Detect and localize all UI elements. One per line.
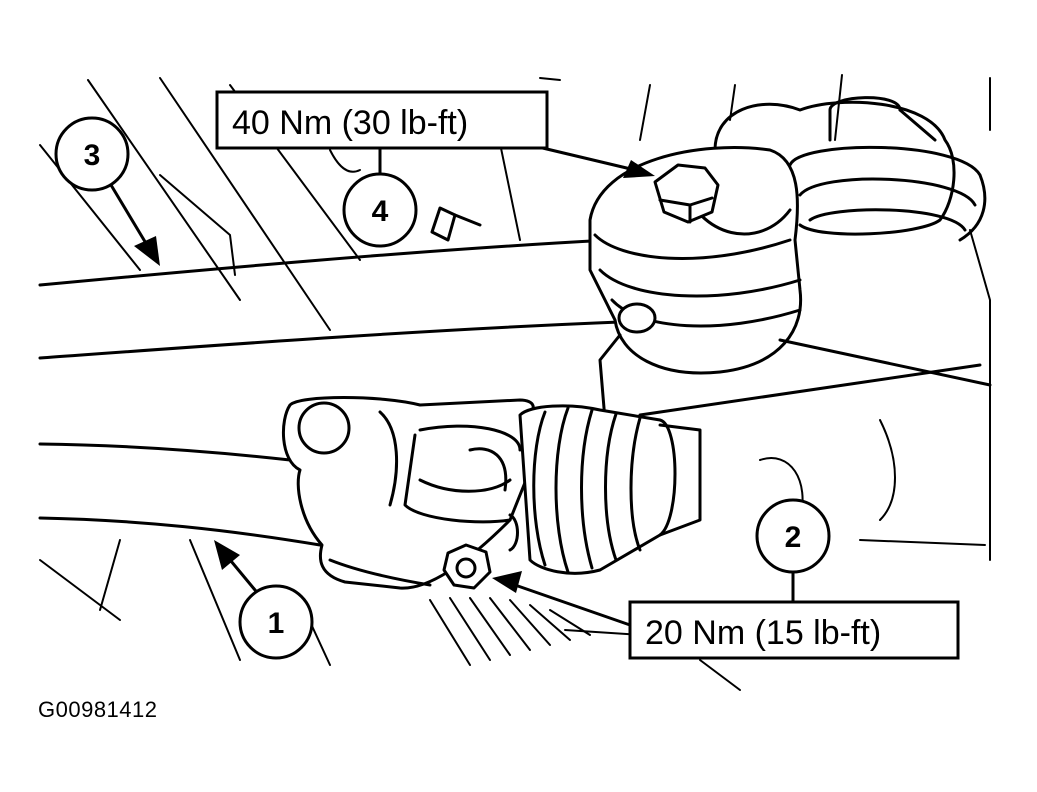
ball-joint-boot xyxy=(713,96,987,242)
callout-3-number: 3 xyxy=(84,139,101,172)
callout-3: 3 xyxy=(54,116,130,192)
torque-label-top-text: 40 Nm (30 lb-ft) xyxy=(232,104,468,142)
threaded-shaft xyxy=(429,597,591,666)
hex-bolt-20nm xyxy=(442,543,492,590)
tie-rod-arm-upper xyxy=(38,238,622,360)
arrow-head-icon xyxy=(134,236,160,266)
arrow-head-icon xyxy=(492,571,522,593)
torque-label-bottom: 20 Nm (15 lb-ft) xyxy=(628,600,960,660)
pivot-bushing xyxy=(588,146,803,375)
clip-detail xyxy=(430,206,482,242)
torque-label-bottom-text: 20 Nm (15 lb-ft) xyxy=(645,614,881,652)
callout-1: 1 xyxy=(238,584,314,660)
callout-2: 2 xyxy=(755,498,831,574)
torque-label-top: 40 Nm (30 lb-ft) xyxy=(215,90,549,150)
callout-4-number: 4 xyxy=(372,195,389,228)
callout-1-number: 1 xyxy=(268,607,285,640)
background-structure xyxy=(39,74,991,691)
arrow-head-icon xyxy=(623,160,655,178)
center-link-lower xyxy=(38,333,992,547)
hex-bolt-40nm xyxy=(653,163,720,224)
rack-boot xyxy=(508,404,702,575)
clamp-bracket xyxy=(281,396,535,590)
figure-id: G00981412 xyxy=(38,697,158,722)
arrow-head-icon xyxy=(214,540,240,570)
callout-4: 4 xyxy=(342,172,418,248)
callout-2-number: 2 xyxy=(785,521,802,554)
